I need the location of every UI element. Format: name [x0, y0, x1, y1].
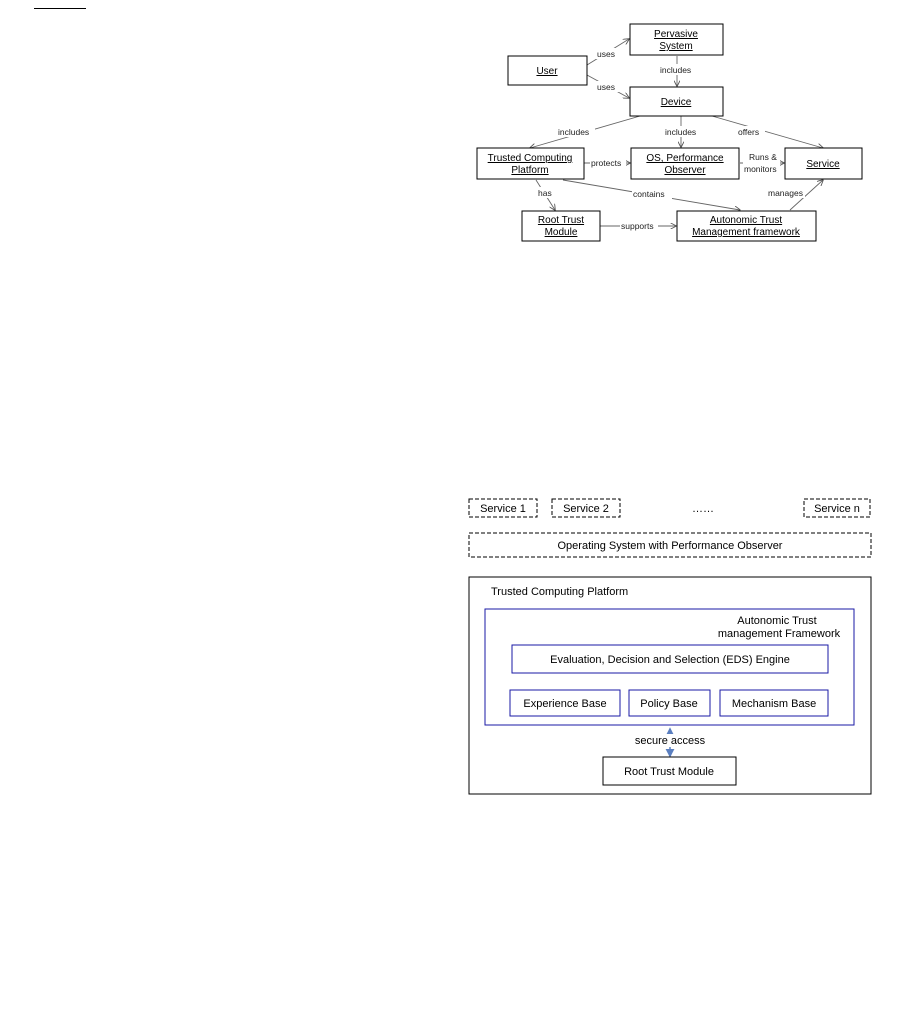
platform-box: Trusted Computing Platform Autonomic Tru… [468, 576, 872, 795]
node-service-label: Service [806, 159, 840, 170]
node-os-observer: OS, Performance Observer [630, 147, 740, 180]
os-layer-label: Operating System with Performance Observ… [558, 540, 783, 552]
service-box-1-label: Service 1 [480, 503, 526, 515]
edge-label-uses-device: uses [597, 82, 615, 92]
mechanism-base-box: Mechanism Base [719, 689, 829, 717]
header-rule [34, 8, 86, 9]
secure-access-label: secure access [635, 735, 706, 747]
node-root-label-2: Module [545, 227, 578, 238]
framework-title-2: management Framework [718, 628, 841, 640]
node-root-trust-module: Root Trust Module [521, 210, 601, 242]
edge-framework-manages-service [789, 180, 823, 211]
root-module-box: Root Trust Module [602, 756, 737, 786]
framework-box: Autonomic Trust management Framework Eva… [484, 608, 855, 726]
experience-base-label: Experience Base [523, 698, 606, 710]
service-box-2: Service 2 [551, 498, 621, 518]
eds-engine-box: Evaluation, Decision and Selection (EDS)… [511, 644, 829, 674]
node-autonomic-framework: Autonomic Trust Management framework [676, 210, 817, 242]
node-service: Service [784, 147, 863, 180]
node-pervasive-label-1: Pervasive [654, 29, 698, 40]
node-pervasive-label-2: System [659, 41, 692, 52]
edge-label-runs: Runs & [749, 152, 777, 162]
edge-label-contains: contains [633, 189, 665, 199]
edge-label-protects: protects [591, 158, 621, 168]
node-user: User [507, 55, 588, 86]
service-box-2-label: Service 2 [563, 503, 609, 515]
experience-base-box: Experience Base [509, 689, 621, 717]
policy-base-label: Policy Base [640, 698, 697, 710]
framework-title-1: Autonomic Trust [737, 615, 816, 627]
edge-label-supports: supports [621, 221, 654, 231]
edge-label-monitors: monitors [744, 164, 777, 174]
node-os-label-1: OS, Performance [646, 153, 724, 164]
mechanism-base-label: Mechanism Base [732, 698, 816, 710]
architecture-diagram: Service 1 Service 2 …… Service n Operati… [468, 498, 872, 795]
service-box-1: Service 1 [468, 498, 538, 518]
policy-base-box: Policy Base [628, 689, 711, 717]
node-platform-label-2: Platform [511, 165, 548, 176]
service-box-n-label: Service n [814, 503, 860, 515]
edge-label-manages: manages [768, 188, 803, 198]
service-box-n: Service n [803, 498, 871, 518]
relationship-diagram: uses includes uses includes includes off… [476, 23, 863, 242]
node-platform-label-1: Trusted Computing [488, 153, 573, 164]
edge-label-includes-os: includes [665, 127, 696, 137]
node-framework-label-2: Management framework [692, 227, 801, 238]
edge-label-offers: offers [738, 127, 759, 137]
node-device-label: Device [661, 97, 692, 108]
eds-engine-label: Evaluation, Decision and Selection (EDS)… [550, 654, 790, 666]
node-pervasive-system: Pervasive System [629, 23, 724, 56]
os-layer-box: Operating System with Performance Observ… [468, 532, 872, 558]
node-trusted-platform: Trusted Computing Platform [476, 147, 585, 180]
node-device: Device [629, 86, 724, 117]
node-user-label: User [536, 66, 558, 77]
edge-label-includes-device: includes [660, 65, 691, 75]
edge-device-offers-service [711, 115, 823, 148]
node-framework-label-1: Autonomic Trust [710, 215, 782, 226]
root-module-label: Root Trust Module [624, 766, 714, 778]
services-ellipsis: …… [692, 503, 714, 515]
edge-label-includes-platform: includes [558, 127, 589, 137]
node-root-label-1: Root Trust [538, 215, 584, 226]
edge-label-uses-system: uses [597, 49, 615, 59]
relationship-edge-labels: uses includes uses includes includes off… [537, 48, 805, 231]
platform-title: Trusted Computing Platform [491, 586, 628, 598]
edge-label-has: has [538, 188, 552, 198]
node-os-label-2: Observer [664, 165, 706, 176]
